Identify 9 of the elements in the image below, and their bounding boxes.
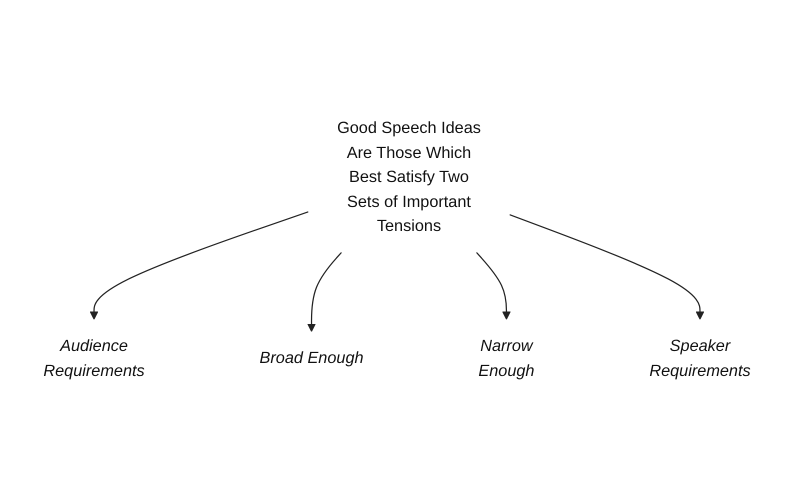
node-text: Speaker Requirements	[649, 336, 751, 380]
node-text: Audience Requirements	[43, 336, 145, 380]
arrow	[476, 252, 511, 320]
arrow	[307, 252, 342, 332]
arrow	[90, 211, 309, 320]
node-text: Broad Enough	[260, 349, 364, 368]
node-text: Good Speech Ideas Are Those Which Best Satisfy Two Sets of Important Tensions	[337, 119, 481, 235]
node-text: Narrow Enough	[478, 336, 534, 380]
arrow	[509, 214, 704, 320]
